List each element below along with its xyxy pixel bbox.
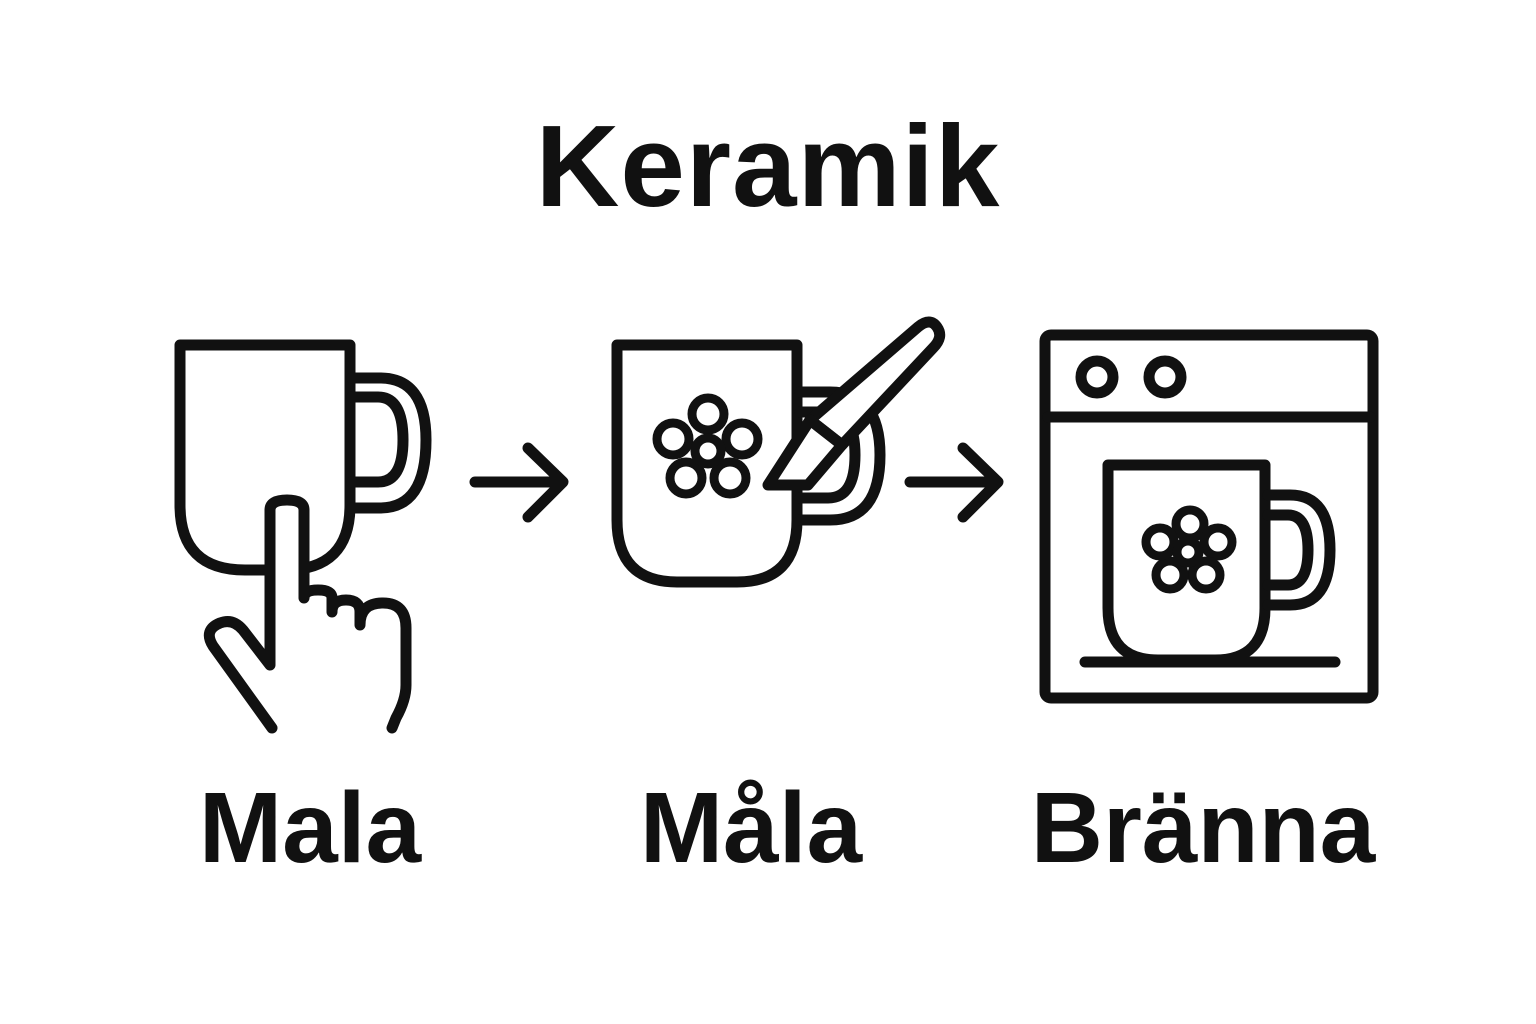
step-label-branna: Bränna (1030, 772, 1376, 884)
arrow-right-icon (904, 442, 1004, 523)
paintbrush-icon (762, 316, 946, 491)
flower-icon (652, 393, 763, 499)
step-label-mala: Mala (198, 772, 422, 884)
arrow-right-icon (469, 442, 569, 523)
step-label-mala-paint: Måla (639, 772, 863, 884)
diagram-title: Keramik (535, 101, 1001, 231)
flower-icon (1141, 505, 1237, 594)
painting-mug-with-brush-icon (611, 316, 946, 588)
hand-pressing-mug-icon (174, 339, 432, 734)
kiln-with-mug-icon (1039, 329, 1379, 704)
